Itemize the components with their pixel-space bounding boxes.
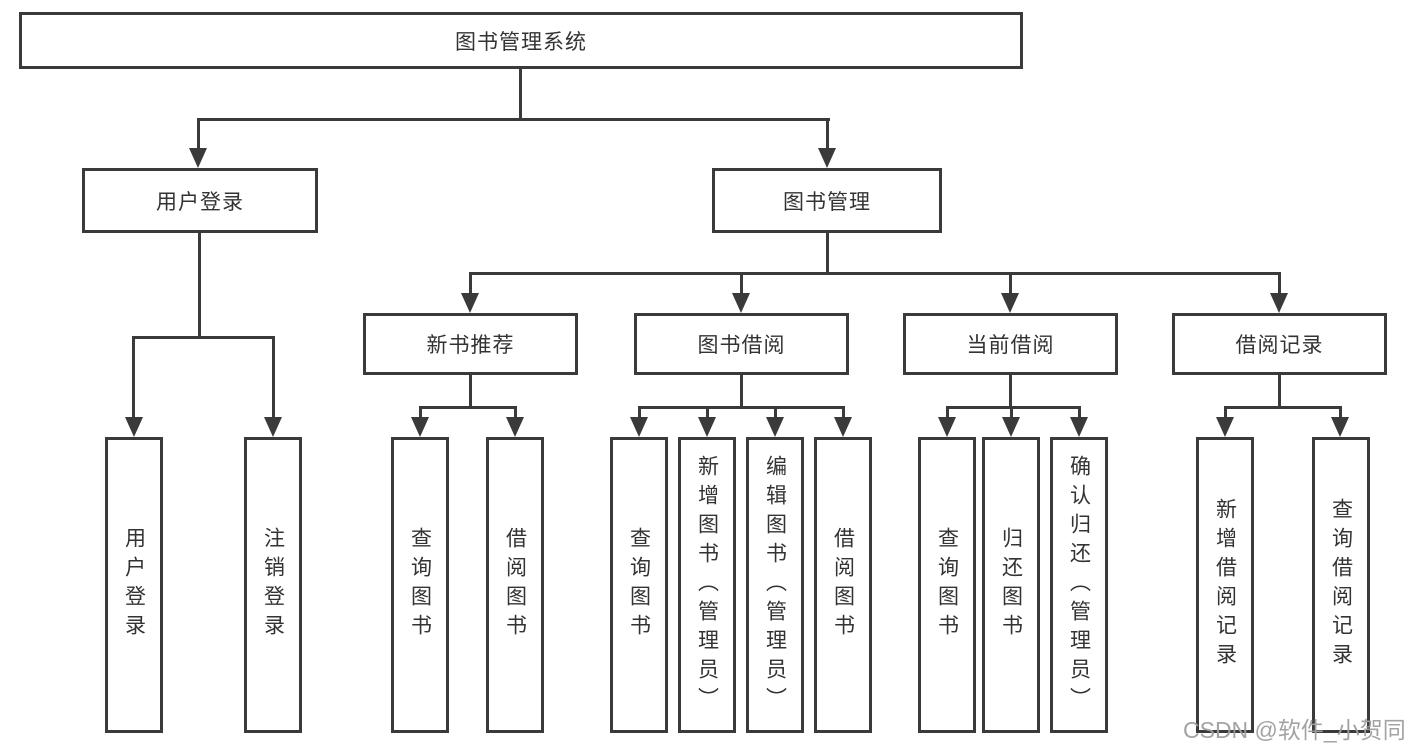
leaf-node-query-books: 查询图书 — [610, 437, 668, 733]
connector-line — [1010, 406, 1013, 422]
leaf-node-label: 编辑图书（管理员） — [763, 454, 787, 716]
arrow-head — [938, 417, 956, 437]
connector-line — [197, 118, 200, 150]
connector-line — [1278, 375, 1281, 408]
leaf-node-label: 归还图书 — [999, 527, 1023, 643]
connector-line — [514, 406, 517, 422]
connector-line — [132, 336, 275, 339]
leaf-node-borrow-books: 借阅图书 — [486, 437, 544, 733]
root-node-label: 图书管理系统 — [455, 30, 587, 54]
connector-line — [638, 406, 641, 422]
leaf-node-query-borrow-record: 查询借阅记录 — [1312, 437, 1370, 733]
section-node-borrowing-records: 借阅记录 — [1172, 313, 1387, 375]
section-node-book-borrowing: 图书借阅 — [634, 313, 849, 375]
arrow-head — [189, 148, 207, 168]
connector-line — [469, 272, 472, 296]
leaf-node-add-books-admin: 新增图书（管理员） — [678, 437, 736, 733]
leaf-node-label: 新增图书（管理员） — [695, 454, 719, 716]
arrow-head — [732, 293, 750, 313]
connector-line — [826, 233, 829, 275]
arrow-head — [1070, 417, 1088, 437]
connector-line — [1224, 406, 1342, 409]
connector-line — [1278, 272, 1281, 296]
arrow-head — [506, 417, 524, 437]
connector-line — [740, 272, 743, 296]
connector-line — [469, 272, 1281, 275]
arrow-head — [1331, 417, 1349, 437]
branch-node-user-login: 用户登录 — [82, 168, 318, 233]
leaf-node-add-borrow-record: 新增借阅记录 — [1196, 437, 1254, 733]
arrow-head — [125, 417, 143, 437]
connector-line — [419, 406, 517, 409]
leaf-node-label: 查询图书 — [935, 527, 959, 643]
section-node-label: 新书推荐 — [426, 334, 515, 357]
leaf-node-label: 借阅图书 — [503, 527, 527, 643]
section-node-label: 图书借阅 — [697, 334, 786, 357]
section-node-label: 当前借阅 — [966, 334, 1055, 357]
connector-line — [197, 118, 830, 121]
connector-line — [198, 233, 201, 339]
leaf-node-query-books: 查询图书 — [918, 437, 976, 733]
leaf-node-label: 注销登录 — [261, 527, 285, 643]
section-node-new-book-recommend: 新书推荐 — [363, 313, 578, 375]
connector-line — [706, 406, 709, 422]
arrow-head — [461, 293, 479, 313]
leaf-node-return-books: 归还图书 — [982, 437, 1040, 733]
arrow-head — [698, 417, 716, 437]
arrow-head — [630, 417, 648, 437]
leaf-node-edit-books-admin: 编辑图书（管理员） — [746, 437, 804, 733]
connector-line — [946, 406, 949, 422]
csdn-watermark: CSDN @软件_小贺同学 — [1183, 717, 1405, 743]
arrow-head — [834, 417, 852, 437]
connector-line — [1009, 272, 1012, 296]
connector-line — [132, 336, 135, 421]
arrow-head — [264, 417, 282, 437]
arrow-head — [818, 148, 836, 168]
arrow-head — [1270, 293, 1288, 313]
connector-line — [1009, 375, 1012, 408]
leaf-node-logout: 注销登录 — [244, 437, 302, 733]
leaf-node-label: 借阅图书 — [831, 527, 855, 643]
connector-line — [519, 68, 522, 120]
arrow-head — [1002, 417, 1020, 437]
section-node-label: 借阅记录 — [1235, 334, 1324, 357]
leaf-node-label: 查询借阅记录 — [1329, 498, 1353, 672]
section-node-current-borrowing: 当前借阅 — [903, 313, 1118, 375]
connector-line — [1078, 406, 1081, 422]
arrow-head — [1216, 417, 1234, 437]
branch-node-label: 用户登录 — [156, 190, 244, 214]
leaf-node-user-login: 用户登录 — [105, 437, 163, 733]
connector-line — [1339, 406, 1342, 422]
connector-line — [419, 406, 422, 422]
connector-line — [1224, 406, 1227, 422]
root-node-library-system: 图书管理系统 — [19, 12, 1023, 69]
leaf-node-label: 查询图书 — [627, 527, 651, 643]
connector-line — [740, 375, 743, 408]
arrow-head — [411, 417, 429, 437]
connector-line — [826, 118, 829, 150]
branch-node-book-management: 图书管理 — [712, 168, 942, 233]
leaf-node-label: 查询图书 — [408, 527, 432, 643]
connector-line — [272, 336, 275, 421]
leaf-node-label: 用户登录 — [122, 527, 146, 643]
leaf-node-query-books: 查询图书 — [391, 437, 449, 733]
connector-line — [469, 375, 472, 408]
leaf-node-label: 新增借阅记录 — [1213, 498, 1237, 672]
leaf-node-confirm-return-admin: 确认归还（管理员） — [1050, 437, 1108, 733]
branch-node-label: 图书管理 — [783, 190, 871, 214]
connector-line — [842, 406, 845, 422]
connector-line — [774, 406, 777, 422]
arrow-head — [766, 417, 784, 437]
connector-line — [638, 406, 845, 409]
leaf-node-label: 确认归还（管理员） — [1067, 454, 1091, 716]
connector-line — [946, 406, 1081, 409]
arrow-head — [1001, 293, 1019, 313]
leaf-node-borrow-books: 借阅图书 — [814, 437, 872, 733]
